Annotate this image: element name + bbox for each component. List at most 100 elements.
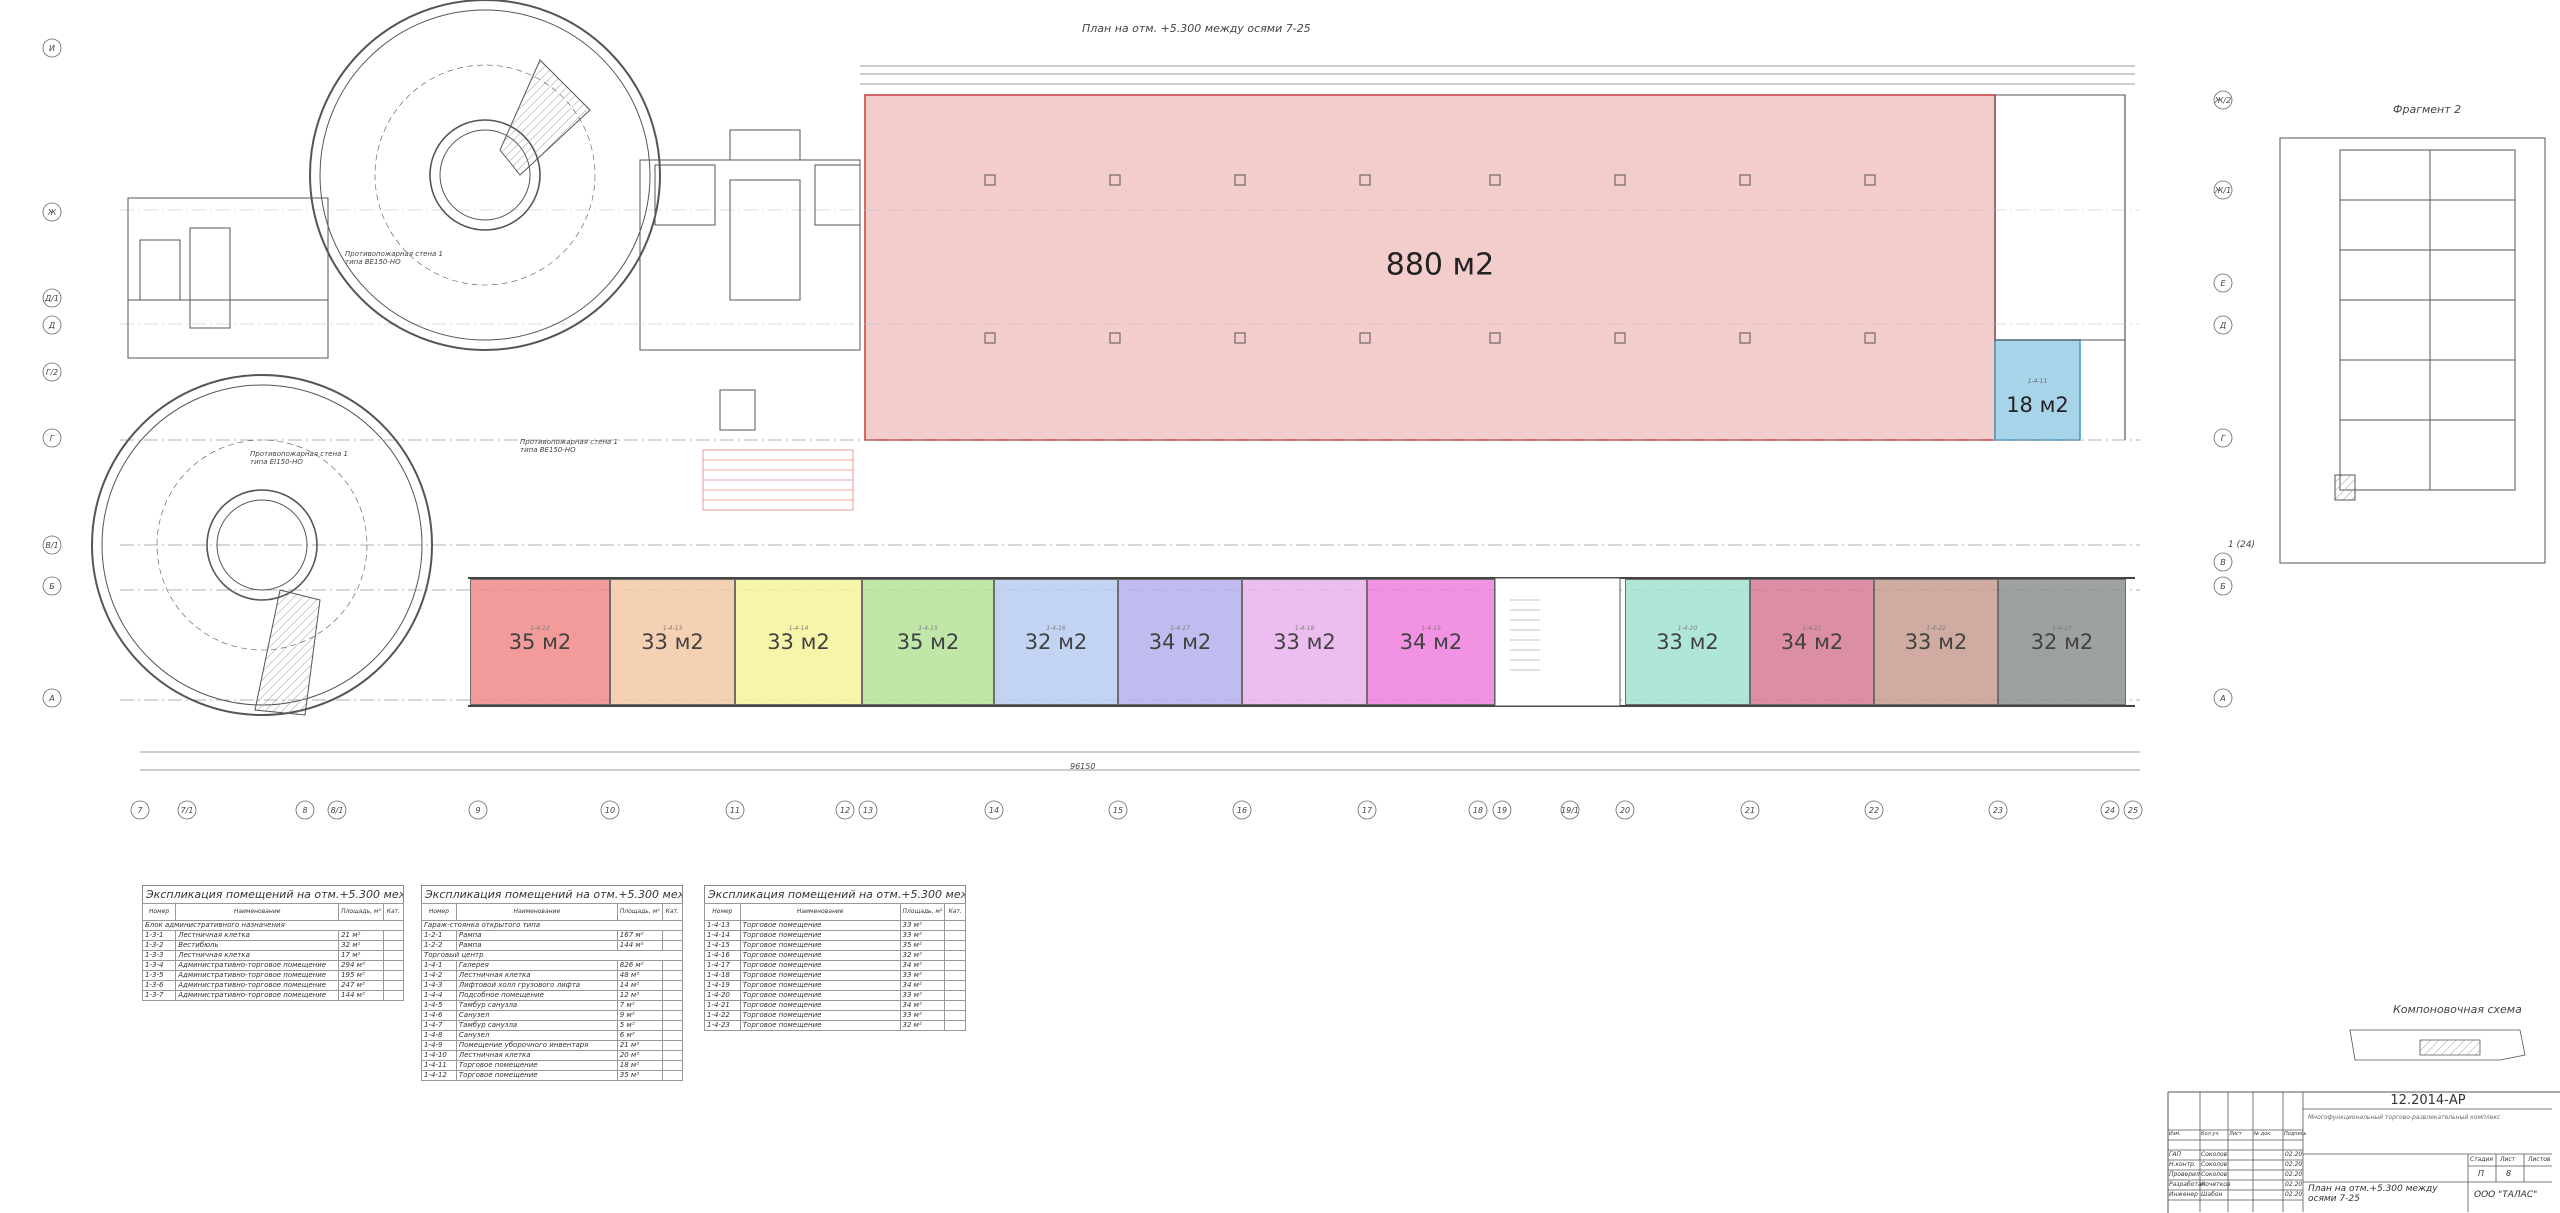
table-cell	[661, 1060, 684, 1071]
table-header: Наименование	[175, 903, 340, 921]
table-cell: Тамбур санузла	[455, 1000, 618, 1011]
shop-area: 32 м2	[2030, 630, 2094, 654]
table-cell	[944, 950, 966, 961]
stamp-header-cell: № док.	[2254, 1131, 2272, 1137]
gallery-room	[864, 94, 1996, 441]
column-marker	[1614, 174, 1626, 186]
stamp-role-cell: Шабон	[2201, 1191, 2223, 1198]
svg-text:24: 24	[2105, 806, 2115, 815]
table-cell: 1-3-7	[141, 990, 177, 1001]
svg-text:19: 19	[1497, 806, 1507, 815]
table-caption: Экспликация помещений на отм.+5.300 межд…	[704, 885, 966, 903]
axis-bubble-right: Ж/1	[2213, 180, 2233, 200]
table-cell: Торговое помещение	[739, 1010, 901, 1021]
shop-area: 33 м2	[1273, 630, 1336, 654]
table-cell: 1-4-21	[704, 1000, 741, 1011]
column-marker	[1109, 174, 1121, 186]
svg-text:А: А	[48, 694, 54, 703]
svg-text:Д/1: Д/1	[44, 294, 59, 303]
table-cell: 34 м²	[899, 960, 946, 971]
axis-bubble-left: В/1	[42, 535, 62, 555]
axis-bubble-13: 13	[858, 800, 878, 820]
svg-text:7: 7	[137, 806, 143, 815]
table-cell: 1-4-22	[704, 1010, 741, 1021]
table-cell	[382, 970, 405, 981]
stamp-role-cell: ГАП	[2169, 1151, 2181, 1158]
shop-area: 34 м2	[1148, 630, 1212, 654]
axis-bubble-9: 9	[468, 800, 488, 820]
table-cell	[661, 980, 684, 991]
shop-area: 33 м2	[767, 630, 830, 654]
svg-text:10: 10	[605, 806, 615, 815]
svg-text:14: 14	[989, 806, 999, 815]
table-cell: Помещение уборочного инвентаря	[455, 1040, 618, 1051]
svg-text:9: 9	[475, 806, 480, 815]
blue-shop-code: 1-4-11	[2027, 378, 2048, 385]
column-marker	[1359, 174, 1371, 186]
column-marker	[1864, 332, 1876, 344]
axis-bubble-22: 22	[1864, 800, 1884, 820]
stamp-role-cell: Проверил	[2169, 1171, 2200, 1178]
table-cell	[661, 1000, 684, 1011]
axis-bubble-7/1: 7/1	[177, 800, 197, 820]
gallery-columns	[984, 174, 1876, 344]
table-cell	[661, 930, 684, 941]
table-cell: 33 м²	[899, 970, 946, 981]
table-group-cell: Торговый центр	[421, 950, 683, 961]
svg-text:Е: Е	[2220, 279, 2226, 288]
table-row: Блок административного назначения	[142, 920, 404, 931]
sheet-label: Лист	[2500, 1156, 2516, 1163]
table-cell	[944, 920, 966, 931]
table-cell: 1-4-12	[421, 1070, 457, 1081]
table-cell: Административно-торговое помещение	[175, 960, 340, 971]
stage-value: П	[2478, 1169, 2485, 1178]
svg-text:21: 21	[1745, 806, 1755, 815]
table-group-cell: Блок административного назначения	[142, 920, 404, 931]
column-marker	[1864, 174, 1876, 186]
shop-area: 34 м2	[1399, 630, 1463, 654]
axis-bubble-15: 15	[1108, 800, 1128, 820]
core-block	[639, 129, 861, 431]
axis-bubble-11: 11	[725, 800, 745, 820]
table-cell: 144 м²	[338, 990, 384, 1001]
admin-block	[127, 197, 329, 359]
svg-text:Г: Г	[2221, 434, 2226, 443]
svg-text:Г: Г	[50, 434, 55, 443]
toilet-block	[1994, 94, 2126, 341]
axis-bubble-right: Г	[2213, 428, 2233, 448]
table-header: Площадь, м²	[899, 903, 946, 921]
axis-bubble-7: 7	[130, 800, 150, 820]
table-cell: Рампа	[455, 930, 618, 941]
table-header: Номер	[421, 903, 457, 921]
shop-area: 33 м2	[641, 630, 704, 654]
table-caption: Экспликация помещений на отм.+5.300 межд…	[421, 885, 683, 903]
stamp-header-cell: Подпись	[2284, 1131, 2307, 1137]
axis-bubble-left: Г	[42, 428, 62, 448]
stamp-role-cell: 02.20	[2285, 1171, 2303, 1178]
table-cell	[944, 990, 966, 1001]
table-cell: Торговое помещение	[739, 920, 901, 931]
drawing-title: План на отм. +5.300 между осями 7-25	[1082, 22, 1311, 35]
stamp-header-cell: Кол.уч.	[2201, 1131, 2220, 1137]
axis-bubble-19: 19	[1492, 800, 1512, 820]
layout-title: Компоновочная схема	[2393, 1003, 2522, 1016]
project-description: Многофункциональный торгово-развлекатель…	[2308, 1114, 2501, 1121]
table-cell: 6 м²	[616, 1030, 663, 1041]
table-cell: 1-4-4	[421, 990, 457, 1001]
table-cell: 195 м²	[338, 970, 384, 981]
table-cell: Торговое помещение	[455, 1070, 618, 1081]
svg-text:А: А	[2219, 694, 2225, 703]
